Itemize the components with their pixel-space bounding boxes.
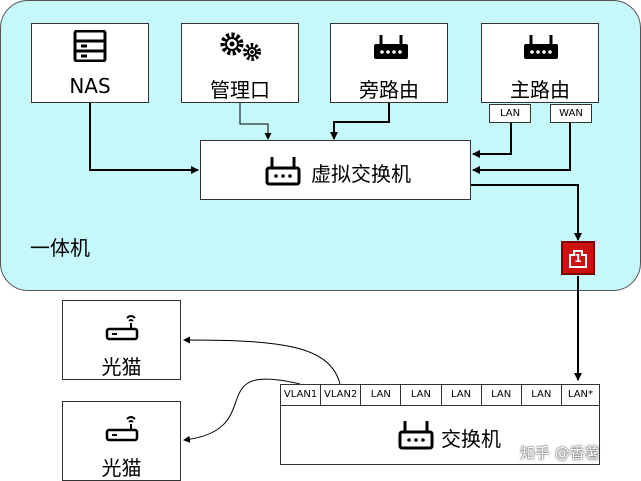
physical-port-number: 1 bbox=[574, 252, 582, 265]
link-mainlan-vswitch bbox=[472, 123, 512, 158]
link-mgmt-vswitch bbox=[239, 102, 272, 140]
router-icon bbox=[265, 157, 301, 186]
nas-label: NAS bbox=[69, 74, 111, 98]
router-icon bbox=[524, 35, 558, 59]
switch-node: VLAN1 VLAN2 LAN LAN LAN LAN LAN LAN* 交换机 bbox=[280, 384, 600, 465]
main-router-node: 主路由 bbox=[481, 23, 599, 103]
link-vswitch-badge bbox=[471, 184, 582, 241]
bypass-router-label: 旁路由 bbox=[359, 78, 419, 102]
watermark: 知乎 @香薯 bbox=[520, 444, 600, 462]
mgmt-label: 管理口 bbox=[210, 78, 270, 102]
modem-label-2: 光猫 bbox=[101, 456, 142, 480]
main-router-port-wan: WAN bbox=[550, 104, 592, 123]
switch-port-lan: LAN bbox=[442, 385, 482, 405]
switch-port-lan-star: LAN* bbox=[567, 389, 594, 400]
switch-port-lan: LAN bbox=[522, 385, 562, 405]
link-mainwan-vswitch bbox=[472, 123, 571, 174]
bypass-router-node: 旁路由 bbox=[330, 23, 448, 103]
wifi-router-icon bbox=[105, 315, 139, 341]
switch-port-vlan2: VLAN2 bbox=[321, 385, 362, 405]
container-label: 一体机 bbox=[30, 236, 90, 260]
main-router-label: 主路由 bbox=[510, 78, 570, 102]
link-nas-vswitch bbox=[89, 102, 199, 174]
switch-port-vlan1: VLAN1 bbox=[281, 385, 322, 405]
mgmt-node: 管理口 bbox=[181, 23, 299, 103]
physical-port-badge: 1 bbox=[561, 241, 595, 275]
link-bypass-vswitch bbox=[330, 102, 390, 140]
nas-node: NAS bbox=[31, 23, 149, 103]
wifi-router-icon bbox=[105, 416, 139, 442]
modem-node-1: 光猫 bbox=[62, 300, 181, 380]
modem-node-2: 光猫 bbox=[62, 401, 181, 481]
modem-label-1: 光猫 bbox=[101, 355, 142, 379]
ethernet-port-icon bbox=[569, 250, 587, 268]
main-router-port-lan: LAN bbox=[489, 104, 531, 123]
router-icon bbox=[398, 421, 434, 450]
link-vlan2-modem1 bbox=[183, 336, 341, 385]
virtual-switch-label: 虚拟交换机 bbox=[311, 162, 411, 186]
router-icon bbox=[374, 35, 408, 59]
switch-port-lan: LAN bbox=[401, 385, 442, 405]
switch-label: 交换机 bbox=[441, 427, 501, 451]
server-icon bbox=[73, 30, 107, 62]
gears-icon bbox=[220, 32, 261, 61]
switch-port-lan: LAN bbox=[361, 385, 402, 405]
switch-port-row: VLAN1 VLAN2 LAN LAN LAN LAN LAN LAN* bbox=[281, 385, 599, 406]
virtual-switch-node: 虚拟交换机 bbox=[200, 140, 471, 200]
link-vlan1-modem2 bbox=[183, 378, 301, 443]
switch-port-lan: LAN bbox=[482, 385, 522, 405]
